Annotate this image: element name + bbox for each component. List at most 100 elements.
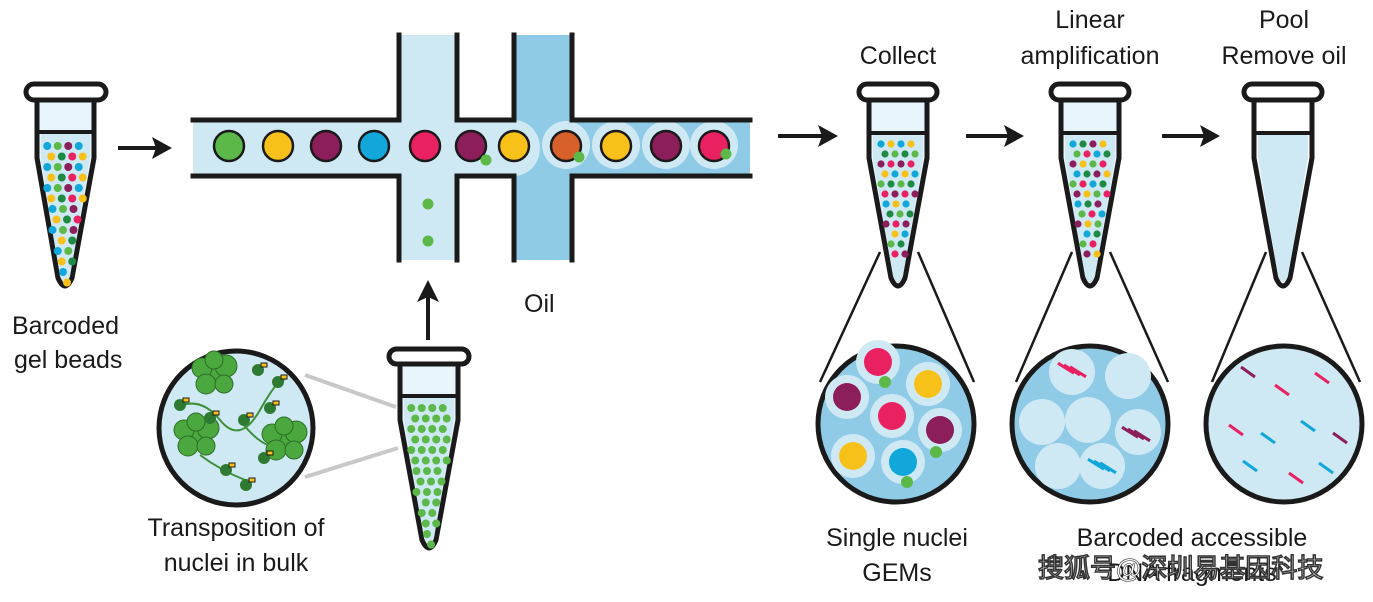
- collect-dot: [891, 170, 899, 178]
- amp-fragment: [1069, 365, 1087, 379]
- chromatin-clusters: [173, 350, 308, 491]
- amplification-dot: [1103, 190, 1111, 198]
- arrow-to-chip: [118, 137, 172, 159]
- nucleus-dot: [423, 488, 431, 496]
- chip-bead: [408, 129, 442, 163]
- label-barcoded-accessible-2: DNA fragments: [1107, 559, 1277, 587]
- gem-bead: [926, 416, 954, 444]
- gel-bead-dot: [73, 215, 82, 224]
- collect-dot: [906, 210, 914, 218]
- gel-bead-dot: [48, 226, 57, 234]
- chromatin-blob: [284, 440, 304, 460]
- transposase: [212, 410, 220, 416]
- gel-bead-dot: [53, 142, 62, 150]
- amp-fragment: [1133, 429, 1151, 443]
- collect-dots: [877, 140, 919, 258]
- dna-fragment: [1314, 371, 1330, 385]
- dna-fragment: [1288, 471, 1304, 485]
- collect-dot: [891, 190, 899, 198]
- nucleus-dot: [428, 509, 437, 517]
- amplification-magnified-view: [1009, 343, 1171, 505]
- chip-bead: [454, 129, 488, 163]
- chip-bead: [261, 129, 295, 163]
- gem-bead: [878, 402, 906, 430]
- amplification-dot: [1093, 190, 1101, 198]
- gel-bead-dot: [53, 184, 62, 192]
- nucleus-dot: [411, 435, 420, 444]
- collect-dot: [877, 160, 885, 168]
- collect-dot: [881, 170, 889, 178]
- chip-bead: [549, 129, 583, 163]
- amplification-dot: [1089, 180, 1097, 188]
- chromatin-blob: [195, 373, 217, 395]
- chip-bead: [599, 129, 633, 163]
- gel-bead-dot: [74, 163, 83, 171]
- collect-dot: [907, 180, 915, 188]
- dna-fragment: [1260, 431, 1276, 445]
- oil-label: Oil: [524, 290, 555, 318]
- label-barcoded-accessible-1: Barcoded accessible: [1077, 524, 1308, 552]
- nucleus-in-channel: [573, 151, 585, 163]
- nucleus-dot: [433, 467, 442, 475]
- nucleus-dot: [412, 488, 421, 496]
- gel-bead-dot: [64, 163, 73, 171]
- chip-bead: [309, 129, 343, 163]
- nucleus-dot: [432, 498, 441, 507]
- nucleus-dot: [412, 467, 421, 475]
- amplification-dot: [1093, 230, 1101, 238]
- collect-dot: [877, 140, 885, 148]
- arrow-to-pool: [1162, 125, 1220, 147]
- collect-dot: [911, 150, 919, 158]
- collect-dot: [897, 240, 905, 248]
- collect-dot: [901, 170, 909, 178]
- transposase: [246, 412, 254, 418]
- label-pool-2: Remove oil: [1221, 42, 1346, 70]
- amplification-dot: [1089, 160, 1097, 168]
- collect-dot: [892, 200, 900, 208]
- gel-bead-dot: [57, 194, 66, 203]
- amplification-dot: [1069, 160, 1077, 168]
- nucleus-dot: [442, 456, 451, 465]
- nucleus-dot: [442, 435, 451, 444]
- nucleus-dot: [421, 456, 430, 465]
- collect-dot: [896, 210, 904, 218]
- collect-dot: [897, 180, 905, 188]
- nucleus-dot: [421, 498, 430, 507]
- nucleus-dot: [423, 467, 431, 475]
- amp-fragment: [1057, 361, 1075, 375]
- collect-dot: [902, 200, 910, 208]
- amplification-dot: [1083, 250, 1091, 258]
- label-transposition-1: Transposition of: [148, 514, 325, 542]
- gel-bead-dot: [48, 205, 57, 213]
- amplification-dot: [1093, 250, 1101, 258]
- nucleus-dot: [421, 435, 430, 444]
- nucleus-dot: [428, 446, 437, 454]
- arrow-to-amplification: [966, 125, 1024, 147]
- transposase: [280, 374, 288, 380]
- amplification-dot: [1103, 170, 1111, 178]
- dna-fragment: [1228, 423, 1244, 437]
- gem-bead: [839, 442, 867, 470]
- nucleus-in-channel: [720, 148, 732, 160]
- nucleus-dot: [407, 446, 416, 454]
- amplification-dot: [1078, 210, 1086, 218]
- nucleus-dot: [417, 425, 426, 433]
- collect-dot: [911, 170, 919, 178]
- gel-bead-dot: [78, 152, 87, 161]
- collect-dot: [907, 160, 915, 168]
- microfluidic-chip: [190, 32, 753, 263]
- transposase: [272, 400, 280, 406]
- amplification-dot: [1089, 140, 1097, 148]
- watermark: 搜狐号@深圳易基因科技: [1038, 553, 1323, 583]
- gel-bead-dot: [68, 194, 77, 203]
- chip-bead: [212, 129, 246, 163]
- gel-bead-dot: [68, 173, 77, 182]
- amp-fragment: [1063, 363, 1081, 377]
- amplification-dot: [1094, 220, 1102, 228]
- gel-bead-dot: [68, 257, 77, 266]
- fragments-magnified-view: [1203, 343, 1365, 505]
- collect-dot: [911, 190, 919, 198]
- amplification-dot: [1079, 240, 1087, 248]
- chip-bead: [357, 129, 391, 163]
